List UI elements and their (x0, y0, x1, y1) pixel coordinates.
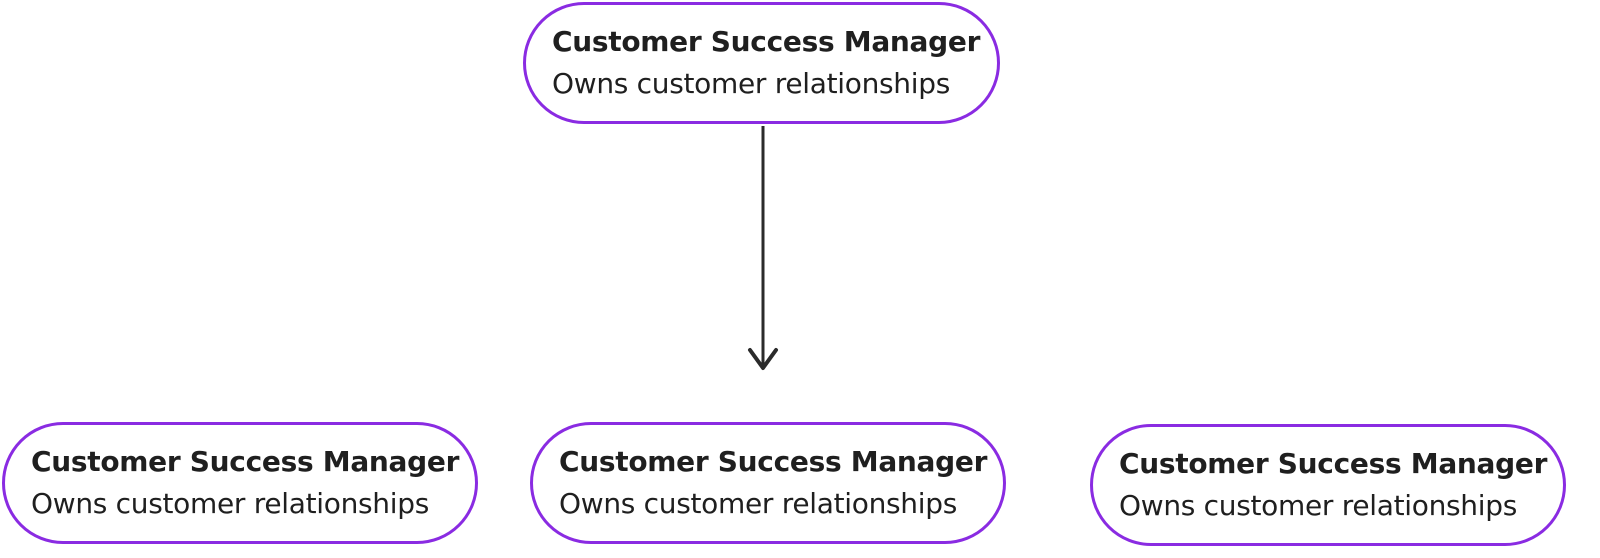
node-description: Owns customer relationships (559, 487, 957, 520)
node-title: Customer Success Manager (31, 445, 460, 478)
node-description: Owns customer relationships (552, 67, 950, 100)
node-top[interactable]: Customer Success Manager Owns customer r… (523, 2, 1000, 124)
node-title: Customer Success Manager (1119, 447, 1548, 480)
node-description: Owns customer relationships (31, 487, 429, 520)
arrowhead-icon (748, 348, 778, 370)
node-title: Customer Success Manager (552, 25, 981, 58)
node-left[interactable]: Customer Success Manager Owns customer r… (2, 422, 478, 544)
node-description: Owns customer relationships (1119, 489, 1517, 522)
node-title: Customer Success Manager (559, 445, 988, 478)
node-right[interactable]: Customer Success Manager Owns customer r… (1090, 424, 1566, 546)
node-middle[interactable]: Customer Success Manager Owns customer r… (530, 422, 1006, 544)
